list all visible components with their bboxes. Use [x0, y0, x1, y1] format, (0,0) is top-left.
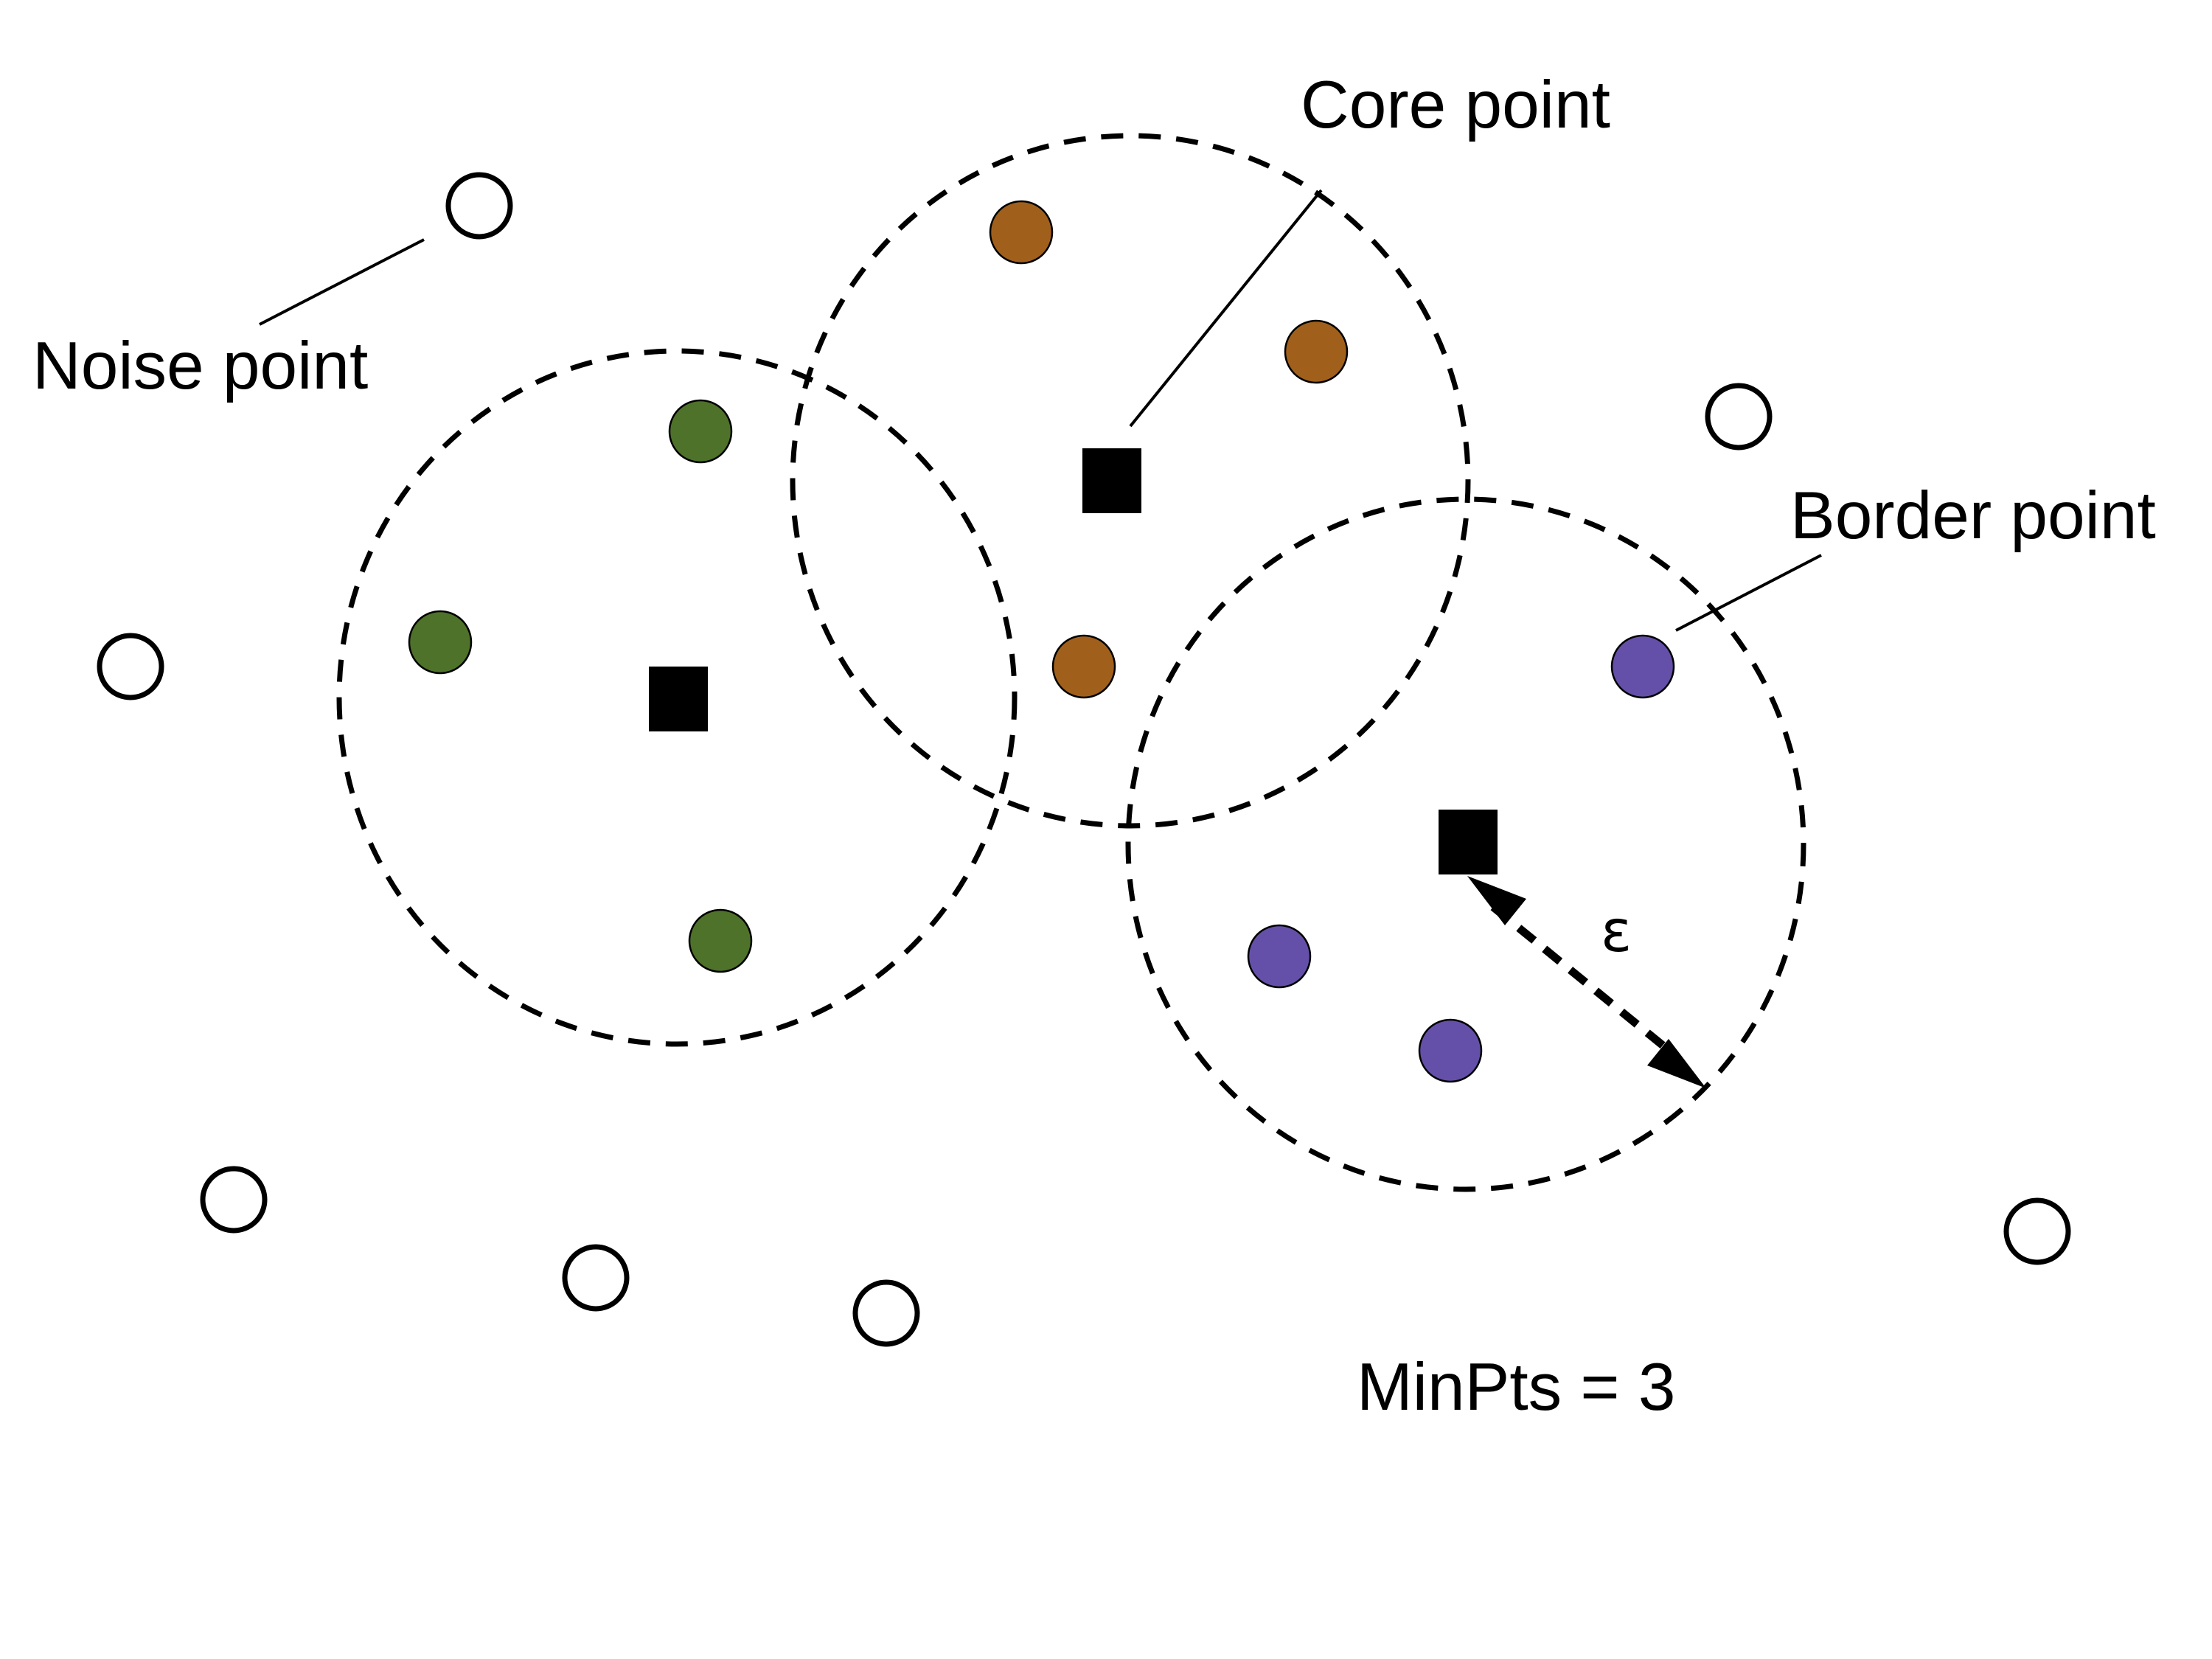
noise-point: [97, 633, 164, 700]
border-point-label: Border point: [1790, 479, 2156, 553]
cluster-orange-points: [989, 200, 1349, 699]
border-point-orange: [1051, 634, 1116, 699]
core-point: [1439, 810, 1498, 874]
epsilon-neighbourhoods: [336, 133, 1806, 1192]
noise-point: [2003, 1197, 2071, 1265]
border-point-green: [408, 610, 473, 675]
border-point-leader: [1675, 554, 1822, 632]
border-point-orange: [1284, 319, 1349, 384]
noise-point: [200, 1166, 268, 1234]
noise-point-leader: [259, 238, 425, 326]
border-point-orange: [989, 200, 1054, 265]
neighbourhood-left: [336, 348, 1018, 1047]
leader-lines: [259, 189, 1822, 632]
core-point: [1082, 448, 1141, 513]
border-point-green: [688, 908, 753, 973]
noise-point: [445, 172, 513, 240]
noise-points: [97, 172, 2071, 1347]
arrow-head-icon: [1647, 1039, 1706, 1088]
core-point: [649, 667, 708, 731]
cluster-green-points: [408, 399, 753, 973]
noise-point: [852, 1279, 920, 1347]
border-point-purple: [1247, 924, 1312, 989]
border-point-purple: [1610, 634, 1675, 699]
arrow-head-icon: [1467, 876, 1526, 925]
min-pts-label: MinPts = 3: [1357, 1350, 1675, 1425]
cluster-purple-points: [1247, 634, 1675, 1083]
epsilon-label: ε: [1601, 899, 1632, 965]
noise-point-label: Noise point: [32, 329, 368, 403]
epsilon-radius-arrow: [1467, 876, 1706, 1088]
noise-point: [1705, 383, 1773, 451]
core-points: [649, 448, 1498, 874]
core-point-leader: [1129, 189, 1323, 428]
border-point-green: [668, 399, 733, 464]
core-point-label: Core point: [1301, 68, 1610, 142]
epsilon-arrow-shaft: [1490, 903, 1680, 1061]
noise-point: [562, 1244, 630, 1312]
border-point-purple: [1418, 1018, 1483, 1083]
neighbourhood-right: [1125, 496, 1806, 1192]
